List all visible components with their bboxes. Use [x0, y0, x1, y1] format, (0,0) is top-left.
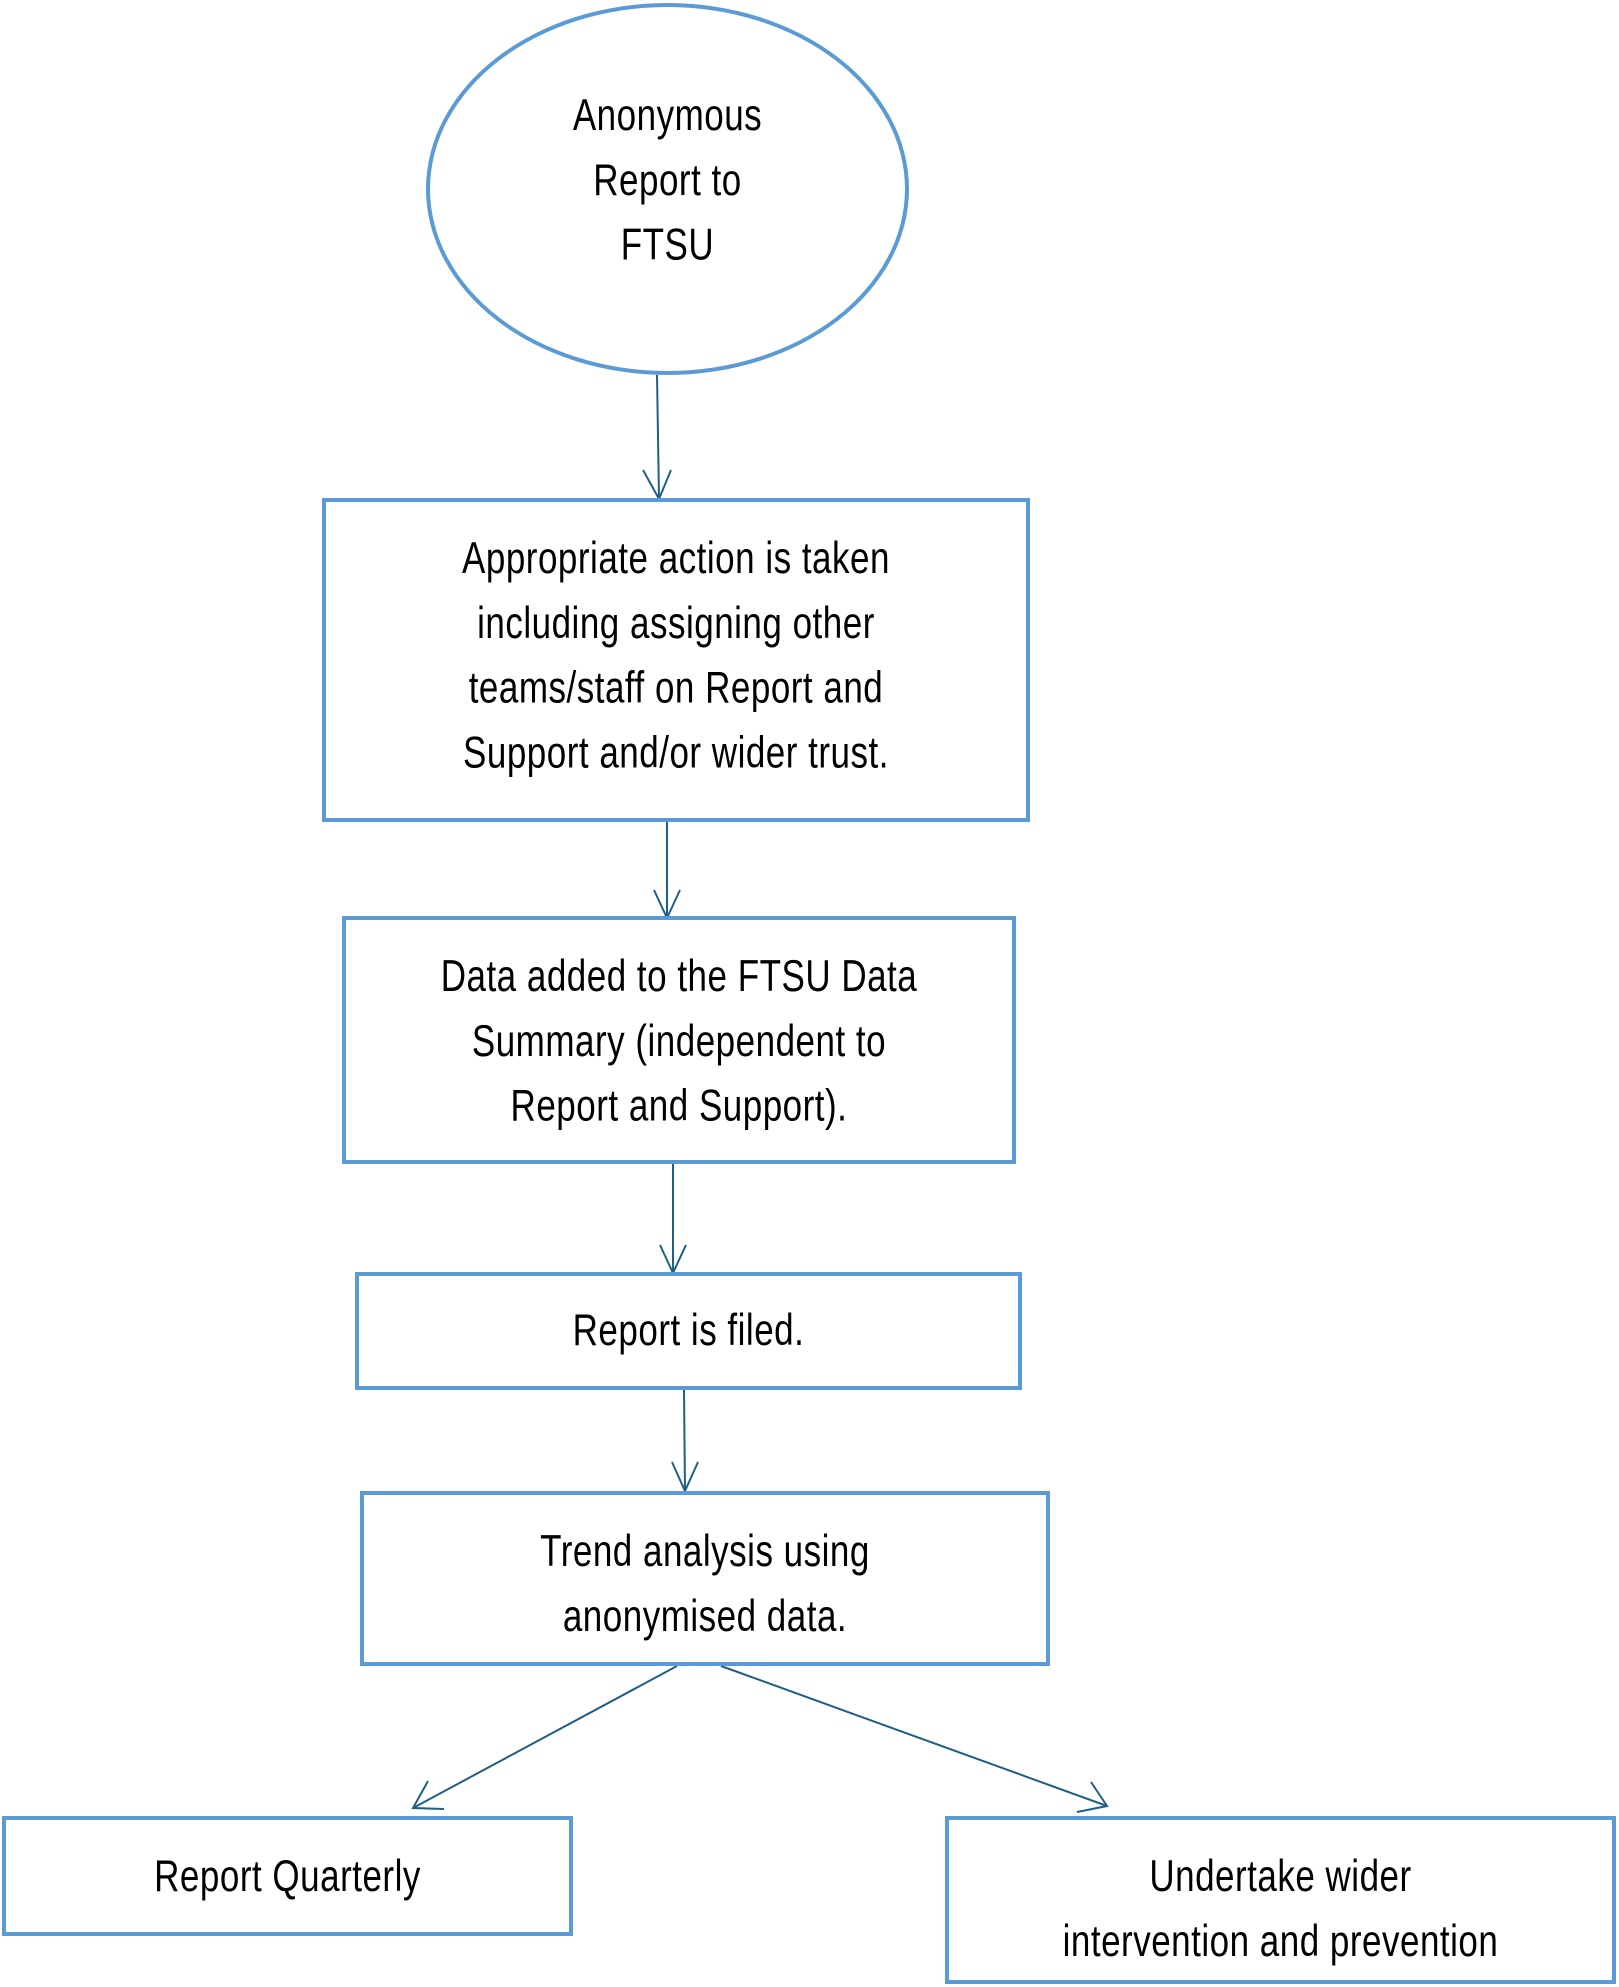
node-appropriate-action-text: Appropriate action is taken including as…: [462, 526, 890, 785]
text-line: Undertake wider: [1149, 1851, 1412, 1902]
text-line: Trend analysis using: [540, 1526, 870, 1577]
node-trend-analysis: Trend analysis using anonymised data.: [360, 1491, 1050, 1666]
text-line: teams/staff on Report and: [468, 663, 884, 713]
text-line: Report and Support).: [510, 1081, 848, 1131]
node-wider-intervention-text: Undertake wider intervention and prevent…: [1063, 1844, 1499, 1974]
text-line: Report Quarterly: [154, 1851, 421, 1902]
text-line: including assigning other: [477, 598, 875, 648]
arrow-trend-to-intervention: [720, 1665, 1109, 1813]
text-line: Support and/or wider trust.: [463, 727, 889, 778]
node-report-quarterly: Report Quarterly: [2, 1816, 573, 1936]
text-line: FTSU: [620, 220, 715, 270]
text-line: Appropriate action is taken: [462, 533, 890, 584]
node-data-added: Data added to the FTSU Data Summary (ind…: [342, 916, 1016, 1164]
node-anonymous-report: Anonymous Report to FTSU: [426, 3, 909, 375]
node-report-filed: Report is filed.: [355, 1272, 1022, 1390]
text-line: Data added to the FTSU Data: [440, 951, 918, 1002]
node-trend-analysis-text: Trend analysis using anonymised data.: [540, 1519, 870, 1649]
node-appropriate-action: Appropriate action is taken including as…: [322, 498, 1030, 822]
text-line: intervention and prevention: [1062, 1916, 1499, 1966]
text-line: Report to: [593, 155, 742, 205]
text-line: Report is filed.: [572, 1305, 805, 1356]
text-line: Anonymous: [572, 90, 763, 141]
arrow-trend-to-quarterly: [411, 1665, 678, 1810]
text-line: Summary (independent to: [471, 1016, 887, 1066]
node-report-filed-text: Report is filed.: [573, 1298, 805, 1363]
node-report-quarterly-text: Report Quarterly: [154, 1844, 421, 1909]
node-wider-intervention: Undertake wider intervention and prevent…: [945, 1816, 1616, 1984]
node-anonymous-report-text: Anonymous Report to FTSU: [573, 83, 762, 277]
arrow-data-to-filed: [659, 1162, 687, 1276]
arrow-action-to-data: [653, 822, 681, 921]
arrow-filed-to-trend: [671, 1389, 699, 1494]
text-line: anonymised data.: [562, 1591, 848, 1641]
node-data-added-text: Data added to the FTSU Data Summary (ind…: [441, 944, 918, 1138]
arrow-start-to-action: [642, 374, 672, 502]
